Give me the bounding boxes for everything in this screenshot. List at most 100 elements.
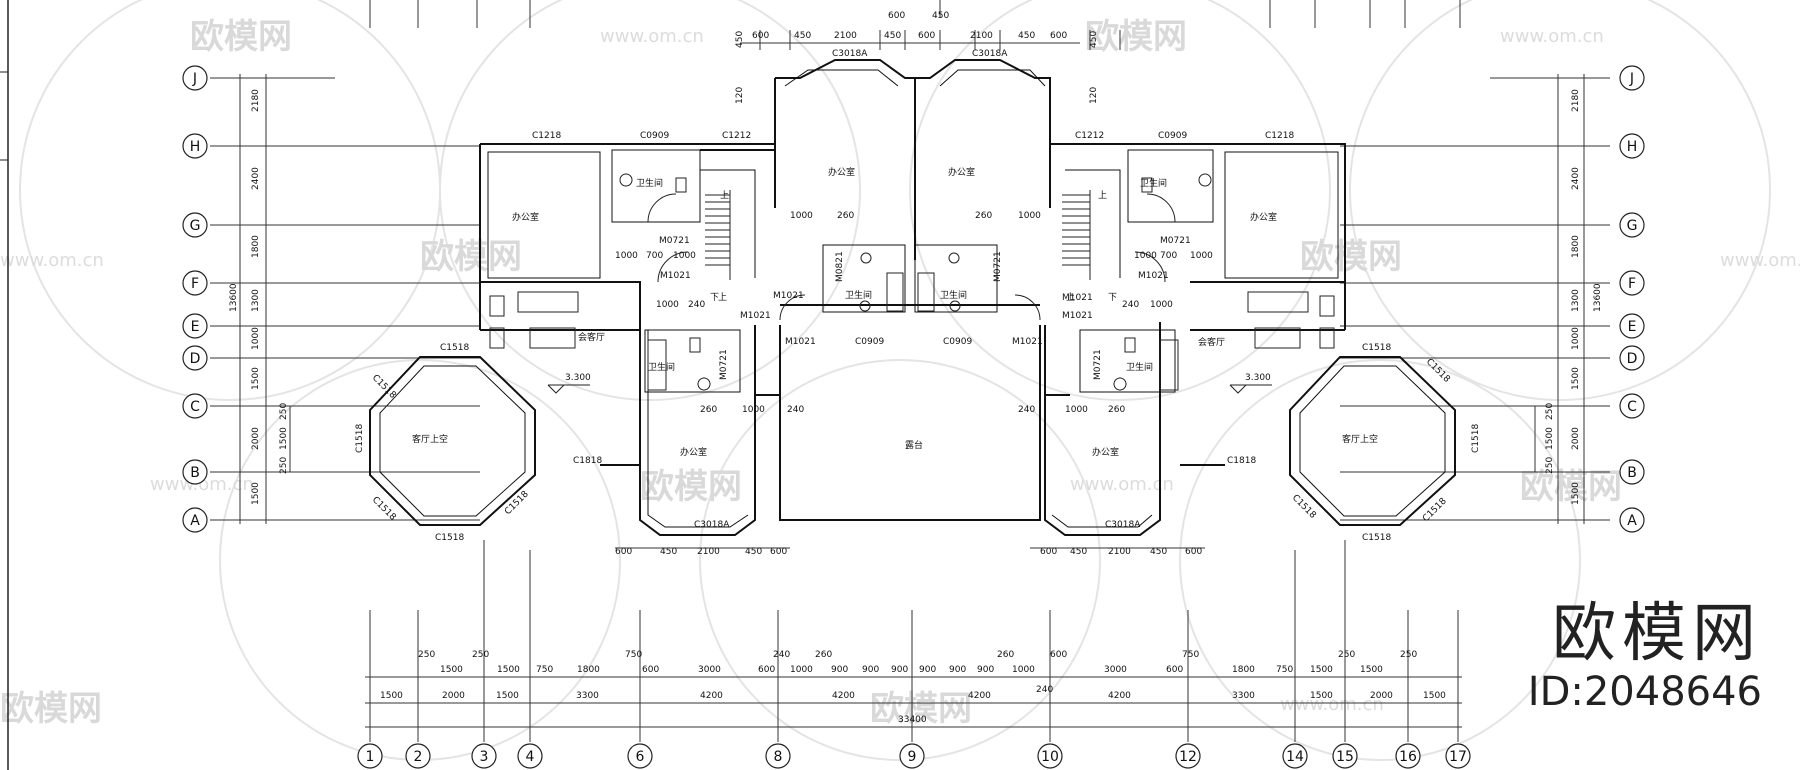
room-office: 办公室 <box>948 166 975 178</box>
inner-dim: 240 <box>1018 405 1035 415</box>
axis-label-A: A <box>1627 513 1637 529</box>
window-tag: C3018A <box>832 49 868 59</box>
dim: 750 <box>625 650 642 660</box>
brand-name: 欧模网 <box>1552 597 1762 671</box>
room-wc: 卫生间 <box>1126 361 1153 373</box>
fixtures <box>489 173 1335 391</box>
dim: 1500 <box>497 665 520 675</box>
column-axis-labels: 1 2 3 4 6 8 9 10 12 14 15 16 17 <box>366 749 1467 765</box>
dim: 450 <box>660 547 677 557</box>
door-tag: M1021 <box>1062 311 1093 321</box>
dim: 4200 <box>968 691 991 701</box>
dim: 1000 <box>1012 665 1035 675</box>
axis-label-C: C <box>190 399 200 415</box>
dim: 600 <box>770 547 787 557</box>
window-tag: C3018A <box>694 520 730 530</box>
inner-dim: 1000 <box>1065 405 1088 415</box>
watermark-circle-1 <box>19 0 1771 761</box>
dim: 2100 <box>697 547 720 557</box>
axis-label-F: F <box>191 276 199 292</box>
axis-label-8: 8 <box>774 749 783 765</box>
room-meeting: 会客厅 <box>578 331 605 343</box>
watermark-url: www.om.cn <box>600 26 704 47</box>
watermark-logo: 欧模网 <box>1520 467 1622 507</box>
row-sub-dim: 250 <box>279 457 289 474</box>
dim: 900 <box>862 665 879 675</box>
top-dimension-chain <box>740 30 1121 50</box>
axis-label-6: 6 <box>636 749 645 765</box>
dim: 240 <box>773 650 790 660</box>
row-total-dim: 13600 <box>1593 283 1603 312</box>
row-dim: 1000 <box>251 327 261 350</box>
dim: 2000 <box>442 691 465 701</box>
axis-label-10: 10 <box>1041 749 1059 765</box>
door-tag: M0821 <box>835 251 845 282</box>
dim: 4200 <box>1108 691 1131 701</box>
watermark-logo: 欧模网 <box>870 689 972 729</box>
brand-stamp: 欧模网 ID:2048646 <box>1528 599 1762 715</box>
top-dim: 600 <box>752 31 769 41</box>
dim: 260 <box>997 650 1014 660</box>
inner-dim: 260 <box>837 211 854 221</box>
axis-label-1: 1 <box>366 749 375 765</box>
row-axis-bubbles-right <box>1619 65 1645 533</box>
window-tag: C1818 <box>573 456 602 466</box>
door-tag: M1021 <box>740 311 771 321</box>
door-tag: M0721 <box>719 349 729 380</box>
dim: 1800 <box>577 665 600 675</box>
dim: 1500 <box>1360 665 1383 675</box>
dim: 250 <box>418 650 435 660</box>
watermark-url: www.om.cn <box>150 474 254 495</box>
dim: 900 <box>977 665 994 675</box>
row-total-dim: 13600 <box>229 283 239 312</box>
window-tag: C0909 <box>855 337 884 347</box>
watermark-url: www.om.cn <box>1720 250 1800 271</box>
watermark-url: www.om.cn <box>1500 26 1604 47</box>
dim: 900 <box>891 665 908 675</box>
vertical-dim: 450 <box>735 31 745 48</box>
top-dim: 2100 <box>834 31 857 41</box>
door-tag: M1021 <box>785 337 816 347</box>
row-dim: 2000 <box>1571 427 1581 450</box>
dim: 1500 <box>496 691 519 701</box>
inner-dim: 240 <box>787 405 804 415</box>
row-dim: 2180 <box>251 89 261 112</box>
watermark-logo: 欧模网 <box>1300 237 1402 277</box>
dim: 600 <box>1185 547 1202 557</box>
door-tag: M0721 <box>1160 236 1191 246</box>
dim: 600 <box>1050 650 1067 660</box>
room-office: 办公室 <box>1250 211 1277 223</box>
door-tag: M0721 <box>659 236 690 246</box>
window-tag: C1218 <box>532 131 561 141</box>
watermark-logo: 欧模网 <box>1085 17 1187 57</box>
row-sub-dim: 1500 <box>1545 427 1555 450</box>
dim: 450 <box>745 547 762 557</box>
door-tag: M1021 <box>660 271 691 281</box>
watermark-logo: 欧模网 <box>420 237 522 277</box>
elevation-markers <box>547 384 1272 394</box>
window-tag: C1518 <box>503 489 531 517</box>
window-tag: C0909 <box>640 131 669 141</box>
door-tag: M1021 <box>1012 337 1043 347</box>
axis-label-J: J <box>1629 71 1634 87</box>
bottom-dims-row2: 1500 2000 1500 3300 4200 4200 4200 4200 … <box>380 685 1446 701</box>
watermark-logo: 欧模网 <box>640 467 742 507</box>
row-sub-dim: 250 <box>1545 457 1555 474</box>
watermark-url: www.om.cn <box>1070 474 1174 495</box>
axis-label-D: D <box>190 351 201 367</box>
top-dim: 600 <box>1050 31 1067 41</box>
axis-label-16: 16 <box>1399 749 1417 765</box>
stair-up: 上 <box>720 190 729 201</box>
row-dim: 2400 <box>251 167 261 190</box>
room-wc: 卫生间 <box>845 289 872 301</box>
top-mid-dim: 450 <box>932 11 949 21</box>
axis-label-A: A <box>190 513 200 529</box>
dim: 240 <box>1036 685 1053 695</box>
row-dim: 2400 <box>1571 167 1581 190</box>
room-meeting: 会客厅 <box>1198 336 1225 348</box>
axis-label-G: G <box>190 218 201 234</box>
dim: 1000 <box>790 665 813 675</box>
room-office: 办公室 <box>512 211 539 223</box>
window-tag: C1518 <box>1471 424 1481 453</box>
dim: 600 <box>1040 547 1057 557</box>
